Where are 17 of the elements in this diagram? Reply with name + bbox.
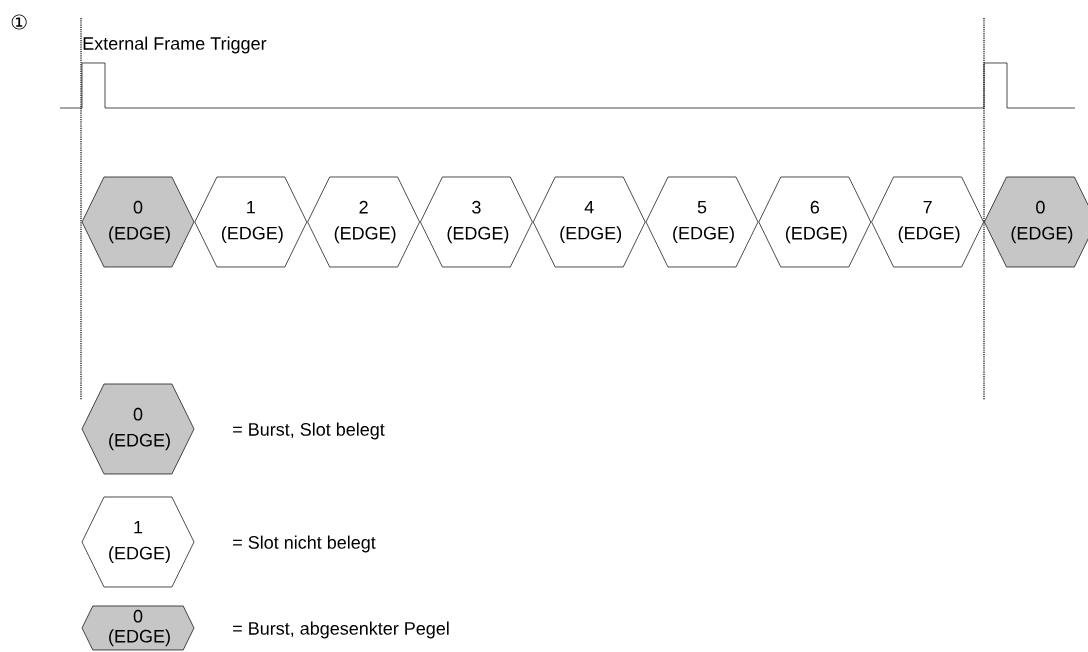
hexagon: 1 (EDGE): [81, 496, 195, 588]
hexagon: 6 (EDGE): [758, 176, 872, 268]
trace-label: External Frame Trigger: [83, 36, 267, 54]
legend-text: = Slot nicht belegt: [233, 535, 376, 553]
hexagon: 2 (EDGE): [307, 176, 420, 268]
hexagon: 0 (EDGE): [984, 176, 1088, 268]
hexagon: 7 (EDGE): [871, 176, 984, 268]
hexagon: 4 (EDGE): [532, 176, 646, 268]
hexagon: 0 (EDGE): [81, 383, 195, 475]
legend-text: = Burst, Slot belegt: [233, 422, 385, 440]
legend-text: = Burst, abgesenkter Pegel: [233, 621, 449, 639]
hexagon: 0 (EDGE): [81, 605, 195, 651]
hexagon: 1 (EDGE): [194, 176, 308, 268]
hexagon: 3 (EDGE): [420, 176, 533, 268]
hexagon: 0 (EDGE): [81, 176, 195, 268]
callout-number: ①: [11, 14, 27, 30]
hexagon: 5 (EDGE): [645, 176, 759, 268]
